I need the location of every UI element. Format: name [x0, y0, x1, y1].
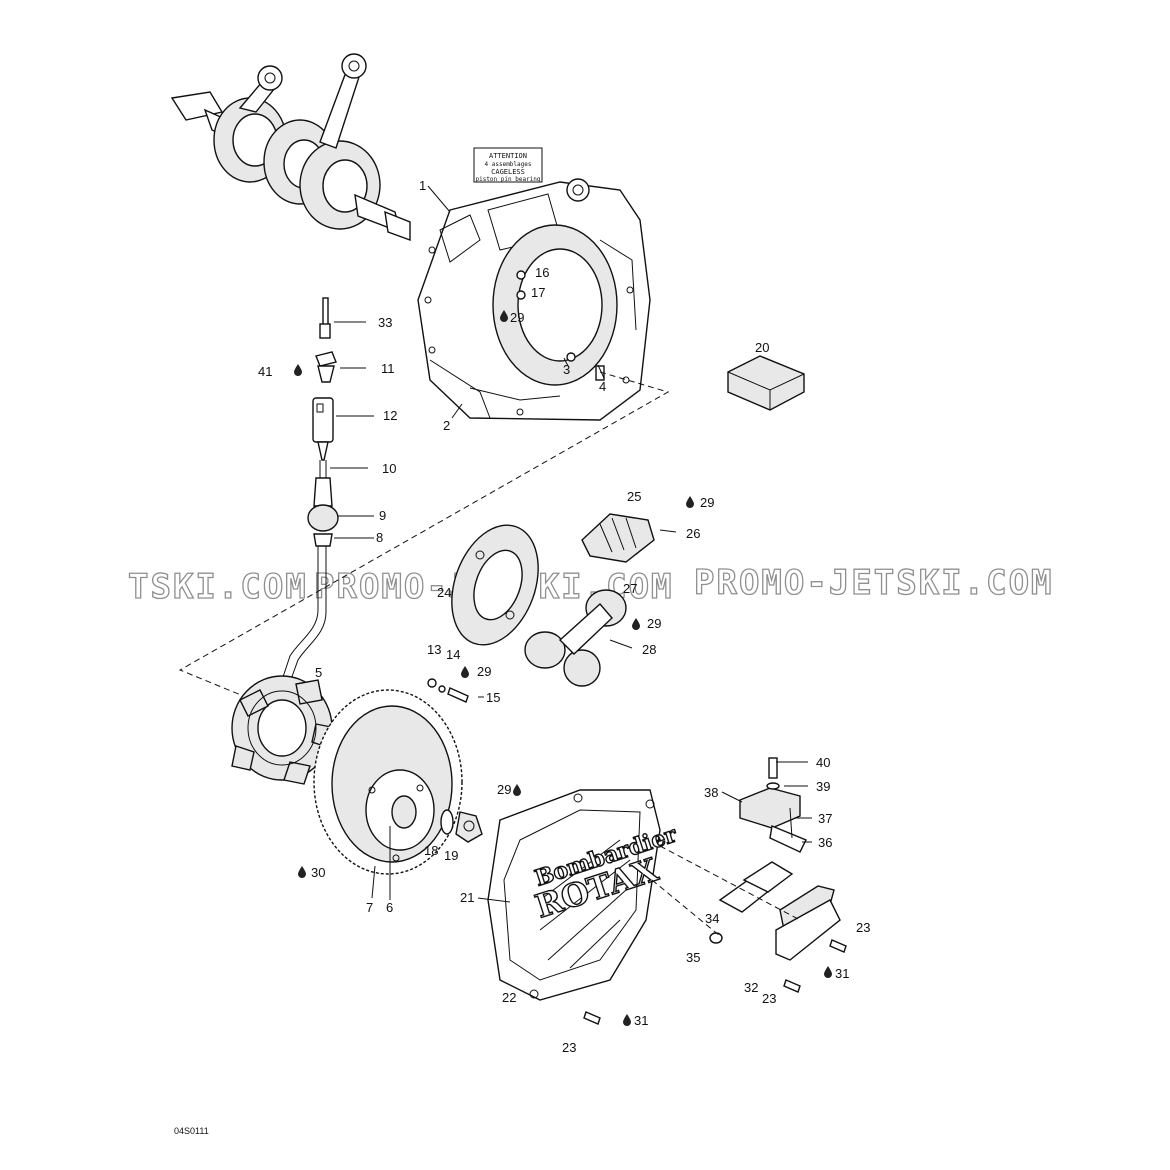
callout-26: 26	[686, 526, 700, 541]
attention-line-1: ATTENTION	[489, 152, 527, 160]
screw-part	[583, 1011, 601, 1025]
drop-icon	[513, 784, 521, 796]
drop-icon	[461, 666, 469, 678]
callout-29c: 29	[647, 616, 661, 631]
magneto-housing	[417, 178, 651, 421]
callout-29b: 29	[700, 495, 714, 510]
callout-39: 39	[816, 779, 830, 794]
callout-2: 2	[443, 418, 450, 433]
figure-code: 04S0111	[174, 1126, 209, 1136]
callout-34: 34	[705, 911, 719, 926]
attention-line-4: piston pin bearing	[475, 176, 540, 183]
callout-28: 28	[642, 642, 656, 657]
callout-15: 15	[486, 690, 500, 705]
callout-3: 3	[563, 362, 570, 377]
callout-40: 40	[816, 755, 830, 770]
nut-part	[455, 811, 483, 843]
callout-7: 7	[366, 900, 373, 915]
callout-20: 20	[755, 340, 769, 355]
drop-icon	[298, 866, 306, 878]
callout-32: 32	[744, 980, 758, 995]
callout-21: 21	[460, 890, 474, 905]
callout-31a: 31	[835, 966, 849, 981]
callout-13: 13	[427, 642, 441, 657]
attention-line-3: CAGELESS	[491, 168, 525, 176]
callout-29d: 29	[477, 664, 491, 679]
callout-14: 14	[446, 647, 460, 662]
callout-29e: 29	[497, 782, 511, 797]
sealant-markers	[294, 310, 832, 1026]
cover-mount-parts	[651, 757, 841, 961]
callout-9: 9	[379, 508, 386, 523]
callout-8: 8	[376, 530, 383, 545]
callout-11: 11	[381, 361, 395, 376]
callout-33: 33	[378, 315, 392, 330]
callout-18: 18	[424, 843, 438, 858]
starter-bracket	[524, 589, 633, 687]
callout-27: 27	[623, 581, 637, 596]
callout-38: 38	[704, 785, 718, 800]
callout-23b: 23	[762, 991, 776, 1006]
screw-part	[829, 939, 847, 953]
sensor-stack	[281, 297, 339, 683]
callout-23c: 23	[856, 920, 870, 935]
watermark-right: PROMO-JETSKI.COM	[694, 563, 1054, 603]
callout-36: 36	[818, 835, 832, 850]
callout-1: 1	[419, 178, 426, 193]
callout-37: 37	[818, 811, 832, 826]
attention-label: ATTENTION 4 assemblages CAGELESS piston …	[473, 147, 543, 183]
drop-icon	[824, 966, 832, 978]
callout-17: 17	[531, 285, 545, 300]
drop-icon	[294, 364, 302, 376]
callout-12: 12	[383, 408, 397, 423]
washer-part	[440, 809, 454, 835]
callout-19: 19	[444, 848, 458, 863]
magneto-cover: Bombardier ROTAX	[487, 789, 681, 1001]
callout-5: 5	[315, 665, 322, 680]
callout-6: 6	[386, 900, 393, 915]
callout-16: 16	[535, 265, 549, 280]
callout-35: 35	[686, 950, 700, 965]
callout-30: 30	[311, 865, 325, 880]
callout-41: 41	[258, 364, 272, 379]
drop-icon	[623, 1014, 631, 1026]
trigger-plate	[451, 524, 539, 646]
callout-4: 4	[599, 379, 606, 394]
callout-29a: 29	[510, 310, 524, 325]
callout-labels: 1 2 3 4 5 6 7 8 9 10 11 12 13 14 15 16 1…	[258, 178, 870, 1055]
stator	[231, 675, 337, 785]
callout-31b: 31	[634, 1013, 648, 1028]
flywheel	[313, 689, 463, 900]
leader-lines	[330, 321, 812, 903]
electronic-module	[727, 355, 805, 411]
alignment-lines	[178, 371, 670, 703]
callout-23a: 23	[562, 1040, 576, 1055]
starter-drive	[581, 513, 677, 563]
callout-25: 25	[627, 489, 641, 504]
drop-icon	[632, 618, 640, 630]
watermark-left: TSKI.COM	[128, 567, 308, 607]
drop-icon	[686, 496, 694, 508]
attention-line-2: 4 assemblages	[485, 161, 532, 168]
callout-22: 22	[502, 990, 516, 1005]
callout-24: 24	[437, 585, 451, 600]
crankshaft-assembly	[170, 53, 411, 241]
screw-part	[783, 979, 801, 993]
callout-10: 10	[382, 461, 396, 476]
bolt-hardware	[427, 678, 469, 703]
drop-icon	[500, 310, 508, 322]
